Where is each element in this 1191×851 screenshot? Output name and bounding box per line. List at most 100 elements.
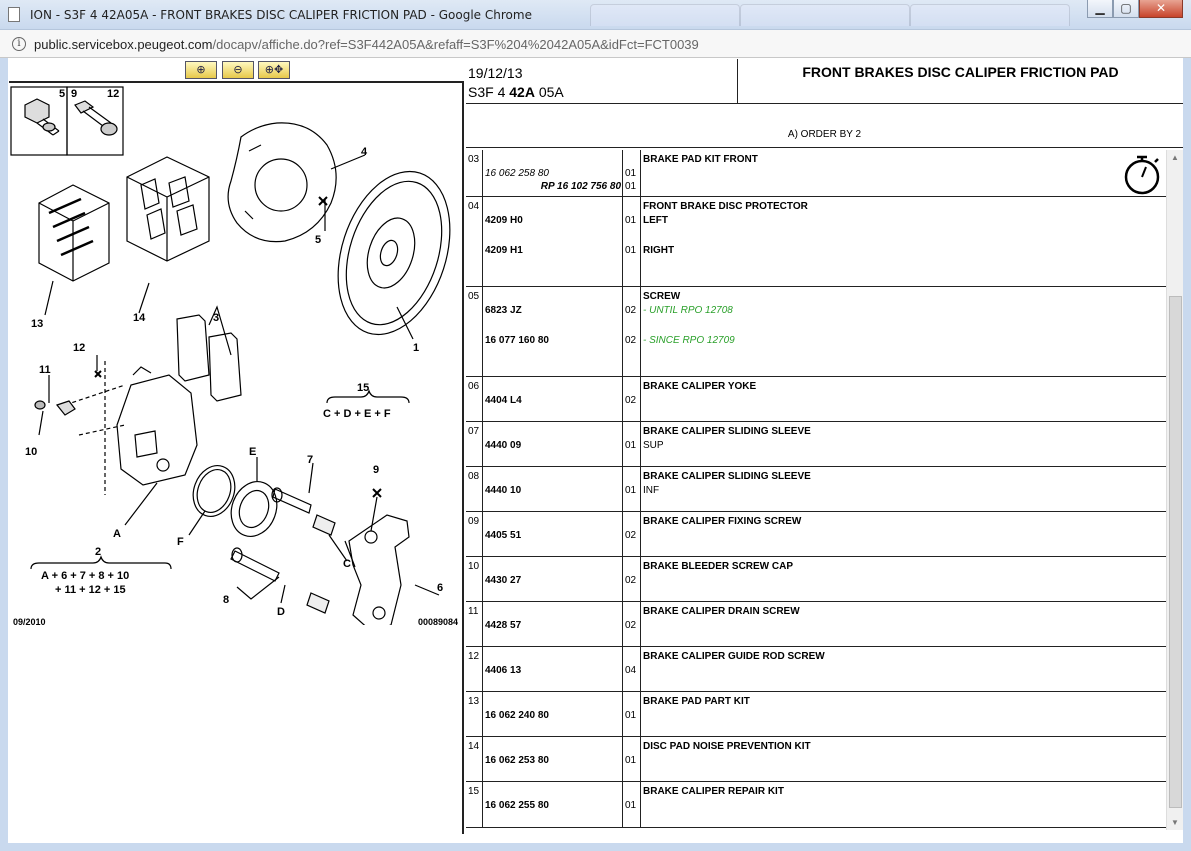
document-icon (8, 7, 20, 22)
url-text[interactable]: public.servicebox.peugeot.com/docapv/aff… (34, 37, 699, 52)
part-number[interactable]: 4428 57 (485, 620, 522, 631)
scrollbar-thumb[interactable] (1169, 296, 1182, 808)
part-variant: LEFT (643, 215, 668, 226)
table-row[interactable]: 03 16 062 258 80 RP 16 102 756 80 01 01 … (466, 150, 1166, 197)
part-number[interactable]: 16 077 160 80 (485, 335, 549, 346)
table-row[interactable]: 04 4209 H0 4209 H1 01 01 FRONT BRAKE DIS… (466, 197, 1166, 287)
label-D: D (277, 606, 285, 618)
close-button[interactable]: ✕ (1139, 0, 1183, 18)
part-number[interactable]: 4404 L4 (485, 395, 522, 406)
zoom-move-button[interactable]: ⊕✥ (258, 61, 290, 79)
table-row[interactable]: 08 4440 10 01 BRAKE CALIPER SLIDING SLEE… (466, 467, 1166, 512)
part-number[interactable]: 4209 H1 (485, 245, 523, 256)
quantity: 02 (625, 575, 637, 586)
order-section: A) ORDER BY 2 (466, 104, 1183, 148)
label-13: 13 (31, 318, 43, 330)
part-variant: RIGHT (643, 245, 675, 256)
label-14: 14 (133, 312, 146, 324)
scroll-down-icon[interactable]: ▼ (1171, 818, 1179, 827)
url-host: public.servicebox.peugeot.com (34, 37, 213, 52)
label-6: 6 (437, 582, 443, 594)
part-number[interactable]: 4430 27 (485, 575, 522, 586)
quantity: 01 (625, 710, 637, 721)
disc-protector-4 (227, 122, 337, 243)
dust-boot-E (230, 481, 278, 537)
row-ref: 15 (468, 786, 480, 797)
window-frame-right (1183, 58, 1191, 851)
row-ref: 03 (468, 154, 480, 165)
table-row[interactable]: 12 4406 13 04 BRAKE CALIPER GUIDE ROD SC… (466, 647, 1166, 692)
part-number[interactable]: 4440 10 (485, 485, 522, 496)
part-description: FRONT BRAKE DISC PROTECTOR (643, 201, 808, 212)
url-path: /docapv/affiche.do?ref=S3F442A05A&refaff… (212, 37, 699, 52)
maximize-button[interactable]: ▢ (1113, 0, 1139, 18)
table-row[interactable]: 06 4404 L4 02 BRAKE CALIPER YOKE (466, 377, 1166, 422)
part-number[interactable]: 4405 51 (485, 530, 522, 541)
part-variant: SUP (643, 440, 664, 451)
scroll-up-icon[interactable]: ▲ (1171, 153, 1179, 162)
part-number[interactable]: RP 16 102 756 80 (540, 181, 621, 192)
quantity: 04 (625, 665, 637, 676)
quantity: 02 (625, 530, 637, 541)
table-row[interactable]: 07 4440 09 01 BRAKE CALIPER SLIDING SLEE… (466, 422, 1166, 467)
label-F: F (177, 536, 184, 548)
part-number[interactable]: 16 062 253 80 (485, 755, 549, 766)
part-number[interactable]: 4209 H0 (485, 215, 523, 226)
part-number[interactable]: 4440 09 (485, 440, 522, 451)
quantity: 01 (625, 245, 637, 256)
row-ref: 09 (468, 516, 480, 527)
table-row[interactable]: 09 4405 51 02 BRAKE CALIPER FIXING SCREW (466, 512, 1166, 557)
part-description: BRAKE PAD KIT FRONT (643, 154, 758, 165)
parts-header: 19/12/13 S3F 4 42A 05A FRONT BRAKES DISC… (466, 59, 1183, 104)
label-5: 5 (59, 88, 65, 100)
table-row[interactable]: 13 16 062 240 80 01 BRAKE PAD PART KIT (466, 692, 1166, 737)
formula-2a: A + 6 + 7 + 8 + 10 (41, 570, 129, 582)
parts-table[interactable]: 03 16 062 258 80 RP 16 102 756 80 01 01 … (466, 150, 1166, 830)
part-number[interactable]: 16 062 255 80 (485, 800, 549, 811)
vertical-scrollbar[interactable]: ▲ ▼ (1166, 150, 1183, 830)
part-number[interactable]: 4406 13 (485, 665, 522, 676)
label-2: 2 (95, 546, 101, 558)
window-frame-left (0, 58, 8, 851)
zoom-in-button[interactable]: ⊕ (185, 61, 217, 79)
label-4: 4 (361, 146, 368, 158)
quantity: 02 (625, 335, 637, 346)
table-row[interactable]: 05 6823 JZ 16 077 160 80 02 02 SCREW - U… (466, 287, 1166, 377)
quantity: 02 (625, 395, 637, 406)
stopwatch-icon[interactable] (1122, 152, 1162, 196)
header-code: S3F 4 42A 05A (468, 84, 564, 100)
quantity: 02 (625, 620, 637, 631)
row-ref: 04 (468, 201, 480, 212)
part-description: BRAKE PAD PART KIT (643, 696, 750, 707)
caliper-yoke-6 (348, 514, 410, 625)
zoom-toolbar: ⊕ ⊖ ⊕✥ (9, 59, 464, 83)
table-row[interactable]: 14 16 062 253 80 01 DISC PAD NOISE PREVE… (466, 737, 1166, 782)
address-bar[interactable]: i public.servicebox.peugeot.com/docapv/a… (0, 30, 1191, 58)
caliper-body-A (116, 366, 198, 486)
row-ref: 10 (468, 561, 480, 572)
diagram-reference: 00089084 (417, 617, 458, 627)
part-description: BRAKE CALIPER GUIDE ROD SCREW (643, 651, 825, 662)
part-description: SCREW (643, 291, 681, 302)
zoom-out-button[interactable]: ⊖ (222, 61, 254, 79)
label-9b: 9 (373, 464, 379, 476)
header-title: FRONT BRAKES DISC CALIPER FRICTION PAD (802, 64, 1119, 80)
code-bold: 42A (509, 84, 535, 100)
quantity: 01 (625, 181, 637, 192)
bolt-box-9-12 (66, 86, 124, 156)
part-number[interactable]: 16 062 240 80 (485, 710, 549, 721)
window-frame-bottom (0, 843, 1191, 851)
part-description: BRAKE CALIPER REPAIR KIT (643, 786, 784, 797)
info-icon[interactable]: i (12, 37, 26, 51)
part-number[interactable]: 16 062 258 80 (485, 168, 549, 179)
part-description: BRAKE CALIPER SLIDING SLEEVE (643, 471, 811, 482)
formula-2b: + 11 + 12 + 15 (55, 584, 126, 596)
label-12b: 12 (73, 342, 85, 354)
guide-rod-8 (230, 547, 280, 582)
minimize-button[interactable]: ▁ (1087, 0, 1113, 18)
table-row[interactable]: 15 16 062 255 80 01 BRAKE CALIPER REPAIR… (466, 782, 1166, 828)
table-row[interactable]: 11 4428 57 02 BRAKE CALIPER DRAIN SCREW (466, 602, 1166, 647)
table-row[interactable]: 10 4430 27 02 BRAKE BLEEDER SCREW CAP (466, 557, 1166, 602)
quantity: 01 (625, 440, 637, 451)
part-number[interactable]: 6823 JZ (485, 305, 522, 316)
